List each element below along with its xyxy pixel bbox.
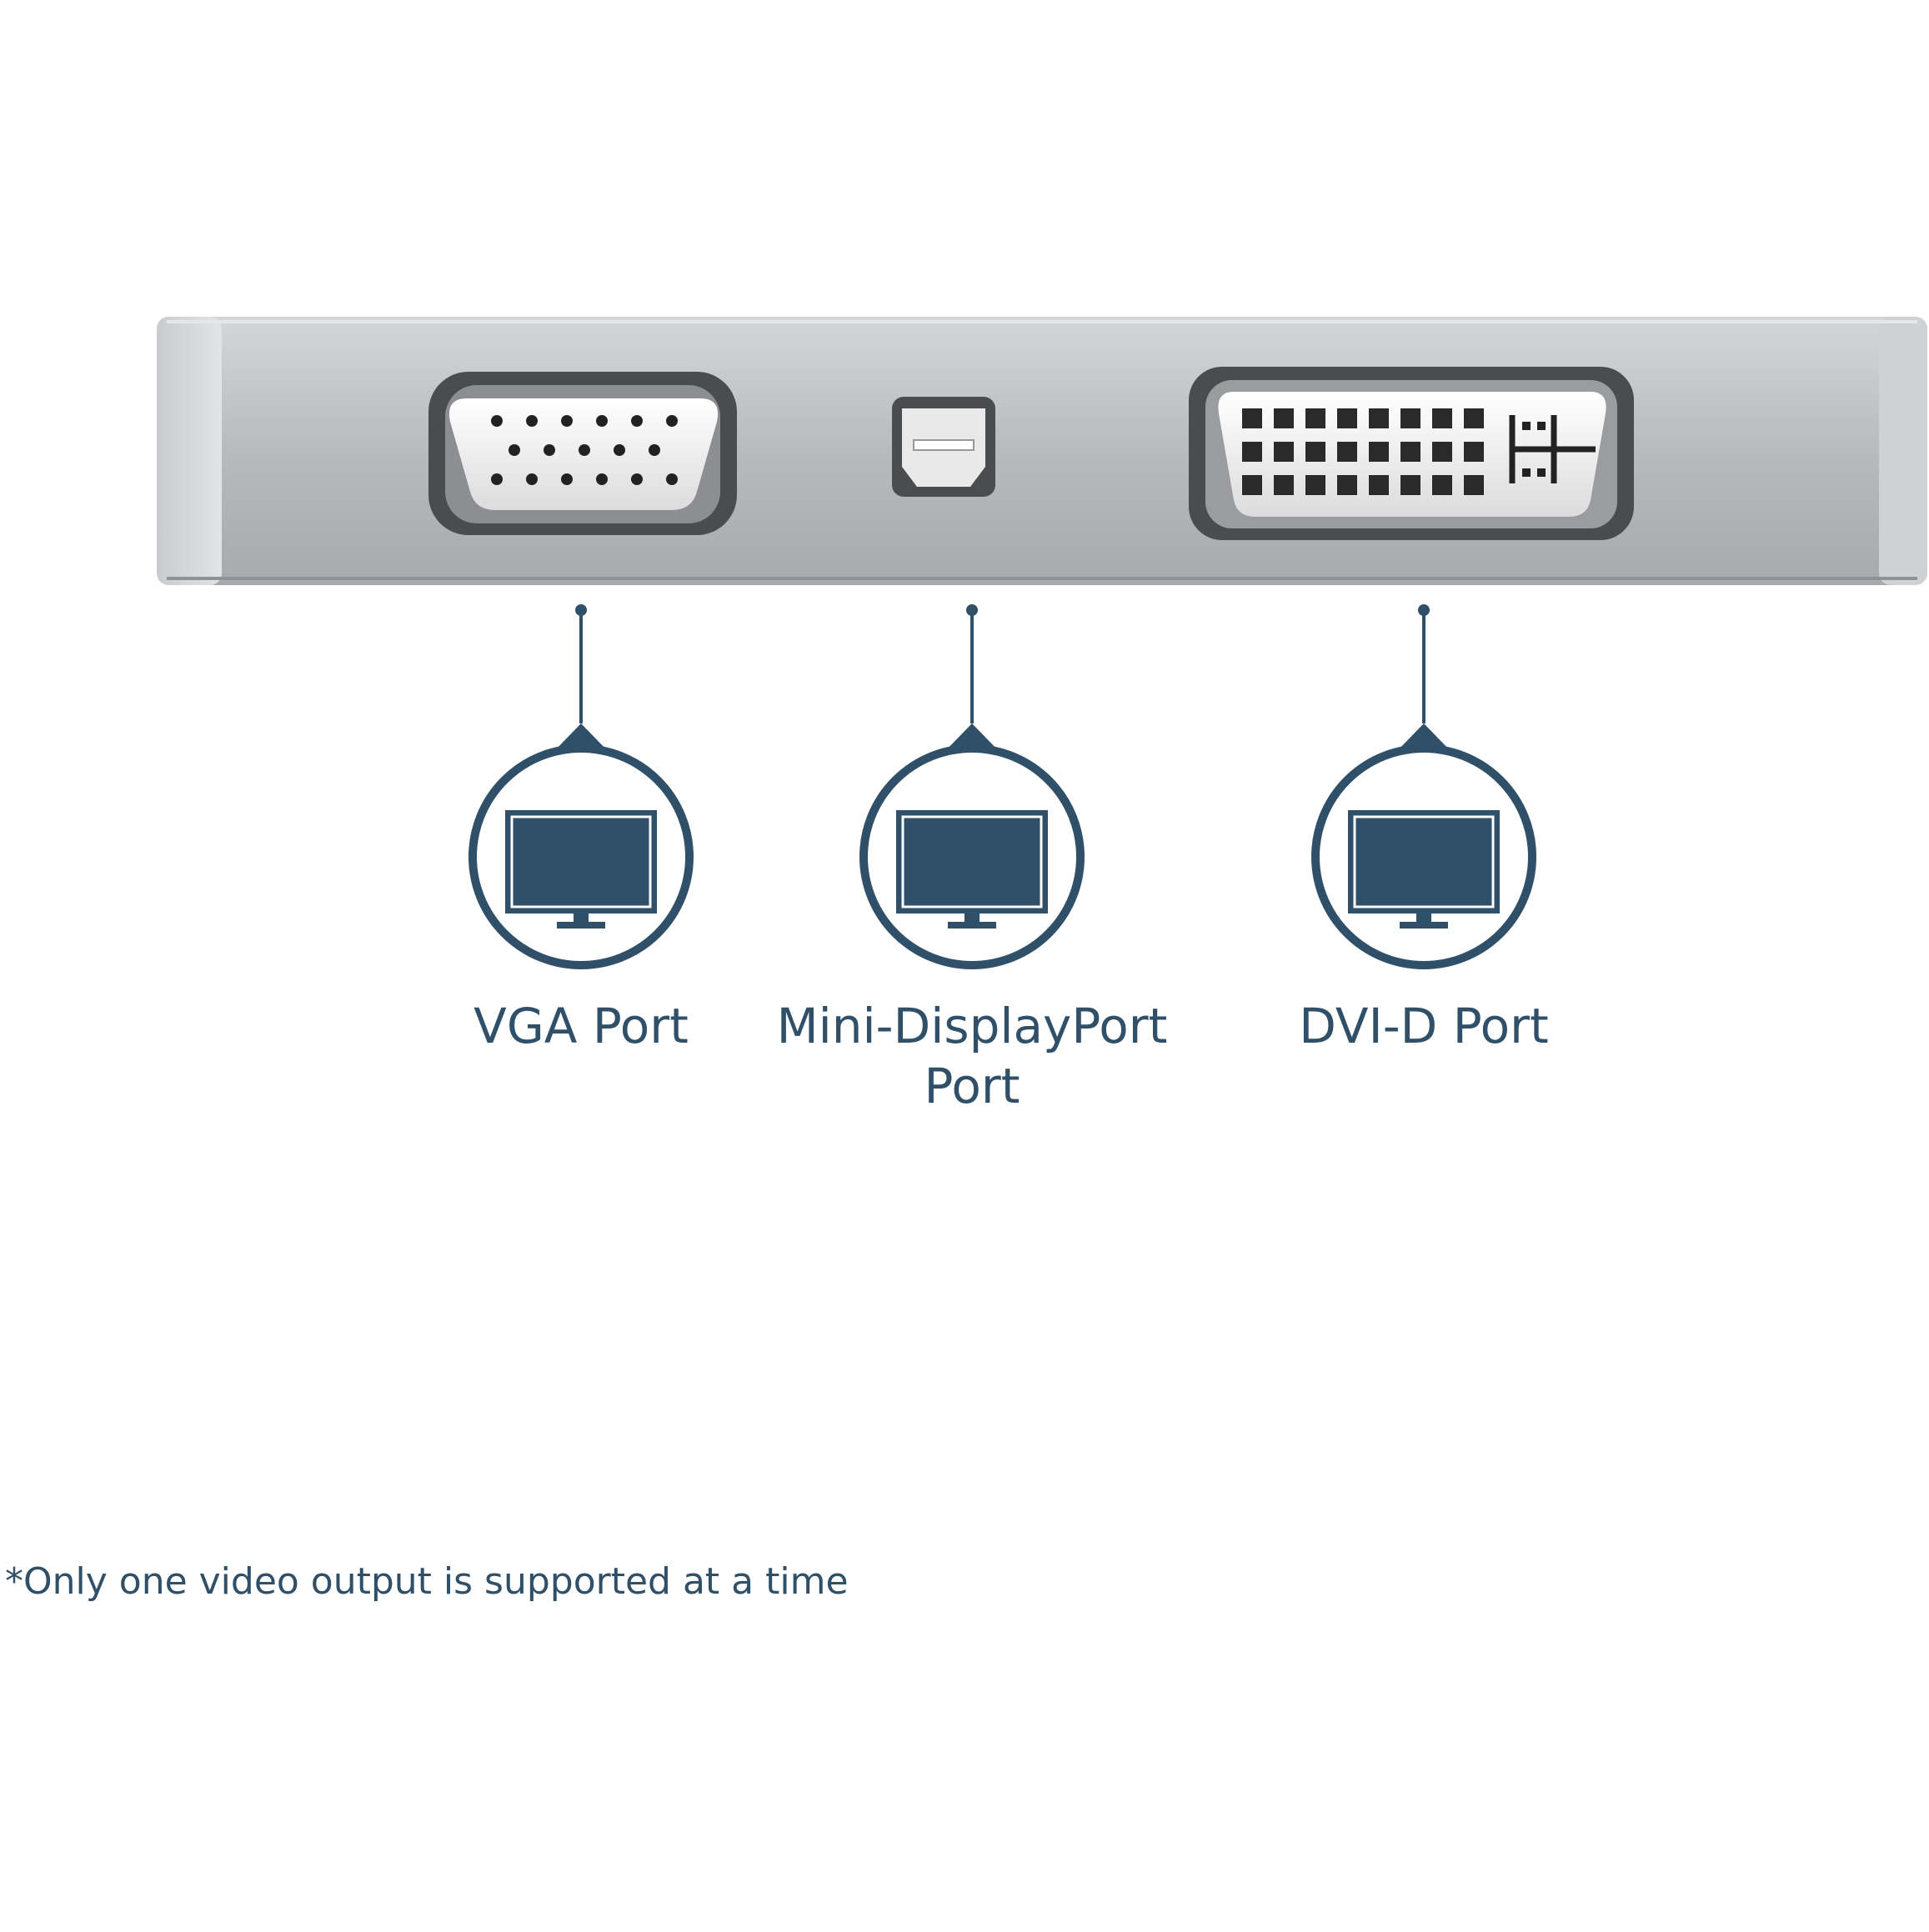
dvi-pin	[1305, 408, 1325, 428]
dvi-pin	[1464, 408, 1484, 428]
mini-displayport-label-line2: Port	[924, 1058, 1020, 1114]
dvi-pin	[1432, 408, 1452, 428]
vga-callout	[468, 604, 694, 969]
vga-port-label: VGA Port	[473, 998, 689, 1054]
dvi-pin	[1432, 442, 1452, 462]
dvi-pin	[1464, 475, 1484, 495]
mini-displayport-monitor-icon	[896, 810, 1048, 928]
mini-displayport-callout	[859, 604, 1085, 969]
dvi-pin	[1274, 475, 1294, 495]
dvi-pin	[1400, 442, 1420, 462]
footnote: *Only one video output is supported at a…	[5, 1560, 849, 1603]
vga-connector	[428, 372, 737, 535]
dvi-pin	[1242, 475, 1262, 495]
dvi-pin	[1464, 442, 1484, 462]
mini-displayport-connector	[892, 397, 995, 497]
dvi-pin	[1242, 408, 1262, 428]
dvi-pin	[1337, 408, 1357, 428]
dvi-d-callout	[1311, 604, 1536, 969]
dvi-pin	[1274, 408, 1294, 428]
dvi-pin	[1369, 408, 1389, 428]
dvi-pin	[1369, 475, 1389, 495]
dvi-pin	[1369, 442, 1389, 462]
dvi-pin	[1242, 442, 1262, 462]
dvi-pin	[1400, 408, 1420, 428]
vga-monitor-icon	[505, 810, 657, 928]
dvi-d-port-label: DVI-D Port	[1299, 998, 1549, 1054]
dvi-pin	[1400, 475, 1420, 495]
mini-displayport-label-line1: Mini-DisplayPort	[776, 998, 1168, 1054]
dvi-pin	[1305, 442, 1325, 462]
dvi-d-connector	[1189, 367, 1634, 540]
dvi-pin	[1432, 475, 1452, 495]
dvi-pin	[1337, 442, 1357, 462]
dvi-pin	[1274, 442, 1294, 462]
dvi-pin	[1305, 475, 1325, 495]
dvi-pin	[1337, 475, 1357, 495]
dvi-d-monitor-icon	[1348, 810, 1500, 928]
adapter-chassis	[157, 317, 1927, 585]
